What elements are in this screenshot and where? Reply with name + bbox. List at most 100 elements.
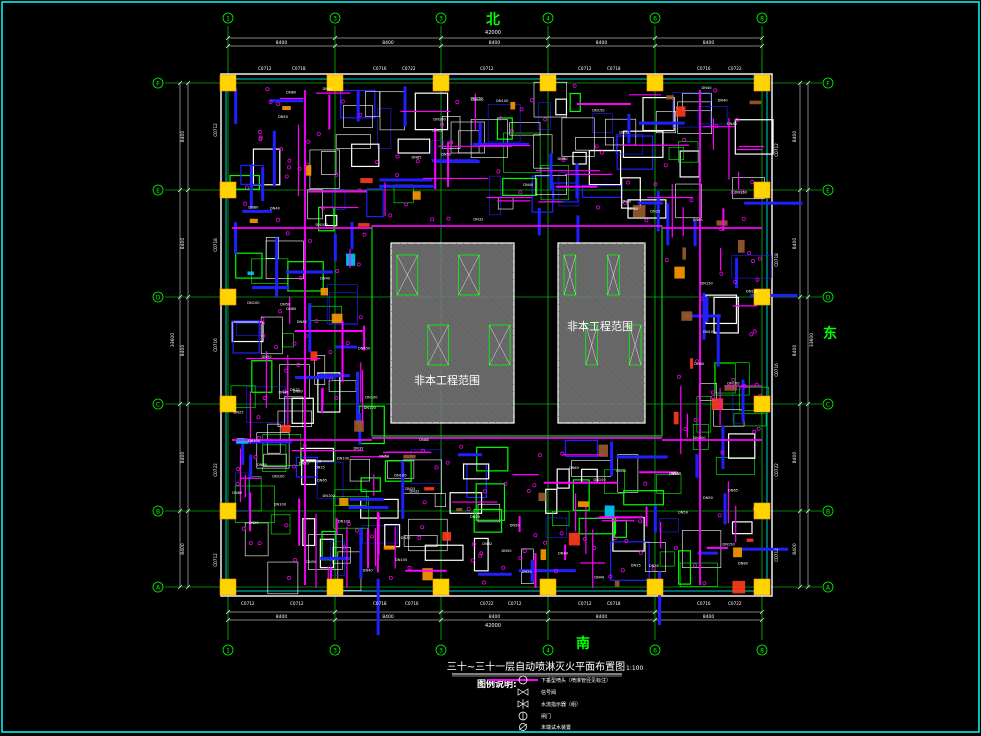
room-partition	[301, 459, 317, 486]
wall-slab	[741, 379, 745, 422]
sprinkler-head	[754, 382, 759, 387]
sprinkler-head	[296, 362, 301, 367]
room-partition	[441, 116, 461, 149]
window-tag: C0718	[607, 66, 621, 71]
dimension-tick	[185, 508, 191, 514]
dimension-tick	[332, 609, 338, 615]
room-partition	[231, 321, 264, 343]
dimension-tick	[225, 609, 231, 615]
room-partition	[246, 386, 286, 423]
fixture-block	[604, 505, 615, 517]
column-layer	[219, 74, 771, 596]
bay-dimension: 8400	[489, 614, 501, 620]
sprinkler-head	[479, 551, 484, 556]
dimension-tick	[225, 35, 231, 41]
window-tag: C0712	[258, 66, 272, 71]
wall-slab	[379, 178, 433, 182]
wall-slab	[272, 130, 276, 187]
grid-label-right: B	[826, 509, 830, 516]
grid-bubble-top	[756, 12, 768, 24]
grid-label-bottom: 6	[653, 648, 657, 655]
overall-dimension-right: 33600	[809, 333, 815, 347]
core-hatch	[559, 242, 646, 329]
grid-bubble-bottom	[542, 644, 554, 656]
sprinkler-pipe-layer	[232, 83, 764, 588]
pipe-size-tag: DN32	[619, 130, 629, 134]
fixture-block	[442, 532, 452, 541]
wall-slab	[235, 440, 292, 444]
sprinkler-head	[653, 182, 658, 187]
core-hatch	[557, 261, 646, 350]
pipe-size-tag: DN25	[650, 209, 660, 213]
sprinkler-head	[340, 99, 345, 104]
fixture-block	[598, 444, 608, 457]
pipe-size-tag: DN80	[286, 91, 297, 95]
floor-plan-layer	[220, 73, 803, 636]
window-tag: C0712	[290, 601, 304, 606]
structural-column	[326, 74, 344, 92]
sprinkler-head	[282, 389, 287, 394]
sprinkler-head	[287, 158, 292, 163]
structural-column	[219, 181, 237, 199]
wall-slab	[234, 222, 238, 254]
room-partition	[270, 514, 291, 535]
dimension-tick	[177, 508, 183, 514]
dimension-tick	[438, 609, 444, 615]
room-partition	[561, 117, 595, 157]
sprinkler-head	[530, 98, 535, 103]
elevator-shaft	[607, 254, 620, 296]
sprinkler-head	[415, 159, 420, 164]
sprinkler-head	[404, 202, 409, 207]
sprinkler-head	[446, 216, 451, 221]
window-tag: C0712	[578, 601, 592, 606]
room-partition	[235, 252, 263, 279]
sprinkler-up-icon	[518, 675, 528, 685]
pipe-size-tag: DN40	[594, 575, 605, 579]
sprinkler-head	[695, 359, 700, 364]
core-hatch	[390, 394, 420, 424]
grid-label-right: F	[826, 81, 830, 88]
sprinkler-head	[644, 218, 649, 223]
sprinkler-head	[298, 276, 303, 280]
sprinkler-head	[439, 122, 444, 127]
pipe-size-tag: DN50	[678, 511, 689, 515]
sprinkler-head	[689, 198, 694, 203]
fixture-block	[568, 532, 580, 546]
fixture-block	[306, 165, 312, 176]
dimension-tick	[652, 617, 658, 623]
room-partition	[569, 92, 581, 113]
sprinkler-head	[503, 481, 508, 486]
wall-slab	[478, 122, 482, 145]
dimension-tick	[177, 401, 183, 407]
wall-slab	[478, 572, 512, 576]
core-hatch	[390, 366, 448, 424]
sprinkler-head	[613, 536, 617, 541]
core-hatch	[390, 282, 515, 407]
pipe-size-tag: DN100	[433, 118, 446, 122]
core-hatch	[629, 242, 646, 259]
structural-column	[753, 502, 771, 520]
sprinkler-head	[522, 549, 527, 553]
core-hatch	[390, 268, 515, 393]
wall-slab	[242, 209, 273, 213]
room-partition	[256, 432, 290, 469]
flow-indicator-icon	[517, 700, 529, 708]
room-partition	[267, 561, 299, 595]
grid-bubble-right	[822, 291, 834, 303]
elevator-shaft	[396, 254, 419, 296]
room-partition	[616, 135, 654, 170]
room-partition	[731, 521, 753, 535]
sprinkler-head	[673, 546, 678, 551]
room-partition	[675, 183, 702, 219]
grid-label-right: C	[826, 402, 830, 409]
room-partition	[262, 444, 287, 472]
sprinkler-head	[276, 217, 280, 222]
room-partition	[476, 446, 509, 472]
pipe-size-tag: DN150	[470, 97, 483, 101]
core-hatch	[483, 242, 515, 274]
signal-valve-icon	[517, 688, 529, 696]
wall-slab	[294, 375, 334, 379]
pipe-size-tag: DN32	[482, 542, 492, 546]
sprinkler-head	[482, 489, 487, 494]
room-partition	[610, 541, 650, 581]
